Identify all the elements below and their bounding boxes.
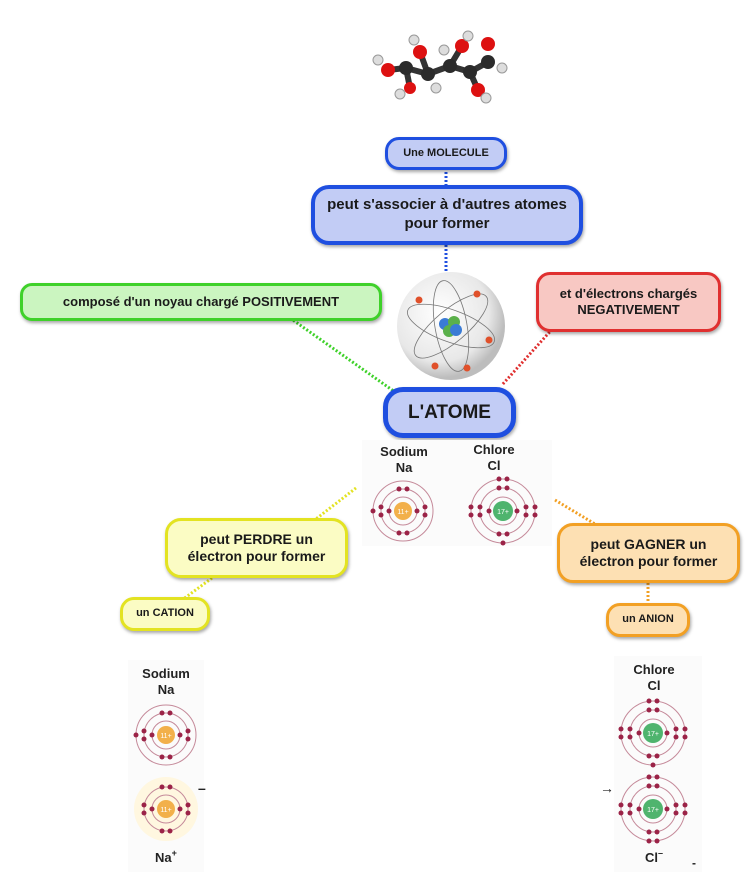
anion-panel-name: Chlore	[633, 662, 675, 677]
svg-text:17+: 17+	[647, 731, 659, 738]
sodium-symbol: Na	[395, 460, 413, 475]
svg-text:11+: 11+	[160, 807, 171, 814]
cation-panel: Sodium Na 11+ 11+ Na+	[128, 660, 204, 872]
chlore-name: Chlore	[473, 442, 515, 457]
atome-node: L'ATOME	[383, 387, 516, 438]
chlore-ion-diagram: 17+	[618, 774, 688, 844]
anion-arrow-mark: →	[600, 780, 614, 796]
cation-panel-name: Sodium	[142, 666, 190, 681]
molecule-node: Une MOLECULE	[385, 137, 507, 170]
chlore-ion-label: Cl–	[644, 848, 663, 865]
sodium-name: Sodium	[380, 444, 428, 459]
anion-panel-symbol: Cl	[647, 678, 661, 693]
atom-orbital-model	[397, 272, 505, 380]
anion-node: un ANION	[606, 603, 690, 637]
link-electrons	[500, 324, 557, 387]
link-noyau	[289, 316, 396, 394]
chlore-atom-diagram-anion: 17+	[618, 698, 688, 768]
sodium-nucleus-label: 11+	[397, 509, 408, 516]
anion-minus-mark: -	[692, 856, 696, 870]
sodium-atom-diagram: 11+	[370, 480, 434, 542]
cation-minus-mark: –	[198, 780, 206, 796]
anion-panel: Chlore Cl 17+ 17+	[614, 656, 702, 872]
sodium-ion-diagram: 11+	[134, 777, 198, 841]
chlore-symbol: Cl	[487, 458, 501, 473]
noyau-node: composé d'un noyau chargé POSITIVEMENT	[20, 283, 382, 321]
electrons-node: et d'électrons chargés NEGATIVEMENT	[536, 272, 721, 332]
sodium-ion-label: Na+	[155, 848, 177, 865]
svg-text:11+: 11+	[160, 733, 171, 740]
perdre-node: peut PERDRE un électron pour former	[165, 518, 348, 578]
cation-panel-symbol: Na	[157, 682, 175, 697]
cation-node: un CATION	[120, 597, 210, 631]
chlore-atom-diagram: 17+	[468, 476, 538, 546]
svg-text:17+: 17+	[647, 807, 659, 814]
gagner-node: peut GAGNER un électron pour former	[557, 523, 740, 583]
associer-node: peut s'associer à d'autres atomes pour f…	[311, 185, 583, 245]
sodium-atom-diagram-cation: 11+	[133, 704, 197, 766]
link-perdre	[311, 486, 357, 524]
glucose-molecule-model	[372, 30, 508, 104]
top-atoms-panel: Sodium Na Chlore Cl 11+ 17+	[362, 440, 552, 546]
chlore-nucleus-label: 17+	[497, 509, 509, 516]
